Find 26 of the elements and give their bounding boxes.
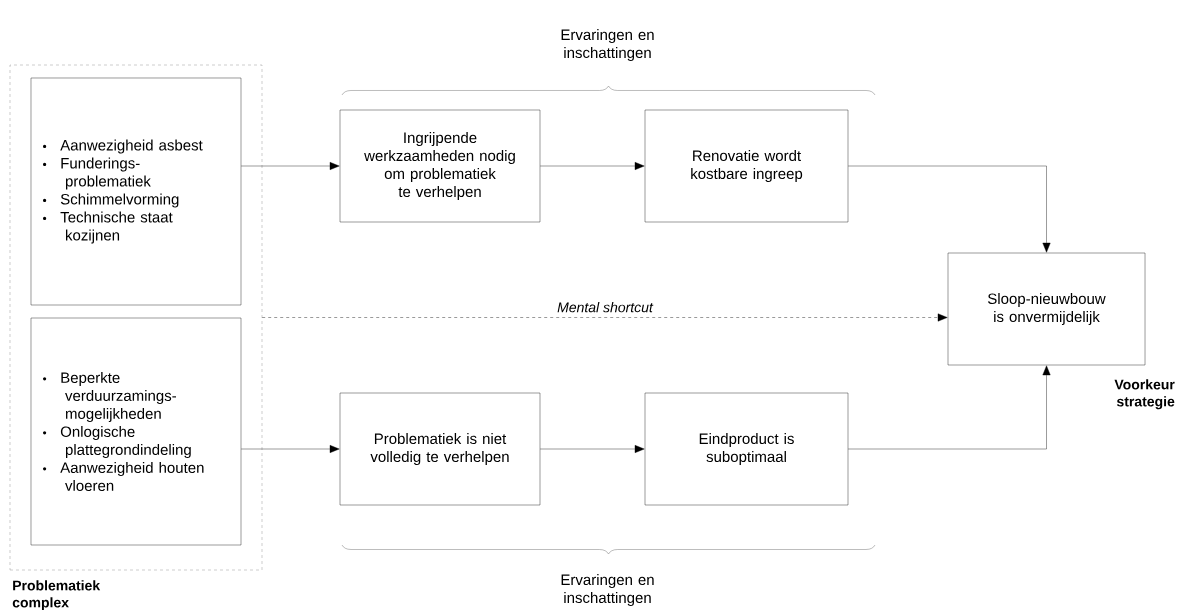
process-box: Eindproduct is suboptimaal (644, 392, 849, 506)
arrow (848, 365, 1051, 450)
arrow (241, 162, 340, 170)
arrow (241, 445, 340, 453)
bullet-item: Aanwezigheid houten vloeren (60, 462, 204, 491)
brace-label: Ervaringen en inschattingen (561, 29, 654, 61)
bullet-item: Technische staat kozijnen (60, 211, 173, 244)
list-box (30, 77, 242, 306)
brace-label: Ervaringen en inschattingen (561, 574, 654, 606)
process-box: Renovatie wordt kostbare ingreep (644, 109, 849, 223)
bullet-item: Funderings- problematiek (61, 157, 151, 190)
arrow (262, 313, 948, 322)
process-box: Problematiek is niet volledig te verhelpen (339, 392, 541, 506)
group-heading: Problematiek complex (12, 580, 101, 610)
bullet-item: Aanwezigheid asbest (60, 139, 203, 154)
list-box (30, 317, 242, 546)
arrow (540, 445, 645, 453)
edge-label: Mental shortcut (556, 301, 654, 314)
process-box: Sloop-nieuwbouw is onvermijdelijk (947, 252, 1146, 366)
process-box: Ingrijpende werkzaamheden nodig om problematiek te verhelpen (339, 109, 541, 223)
bullet-item: Beperkte verduurzamings- mogelijkheden (61, 372, 177, 422)
box-caption: Voorkeur strategie (1114, 379, 1175, 410)
bullet-item: Schimmelvorming (60, 193, 179, 208)
bullet-item: Onlogische plattegrondindeling (60, 426, 191, 458)
arrow (540, 162, 645, 170)
arrow (848, 165, 1051, 253)
